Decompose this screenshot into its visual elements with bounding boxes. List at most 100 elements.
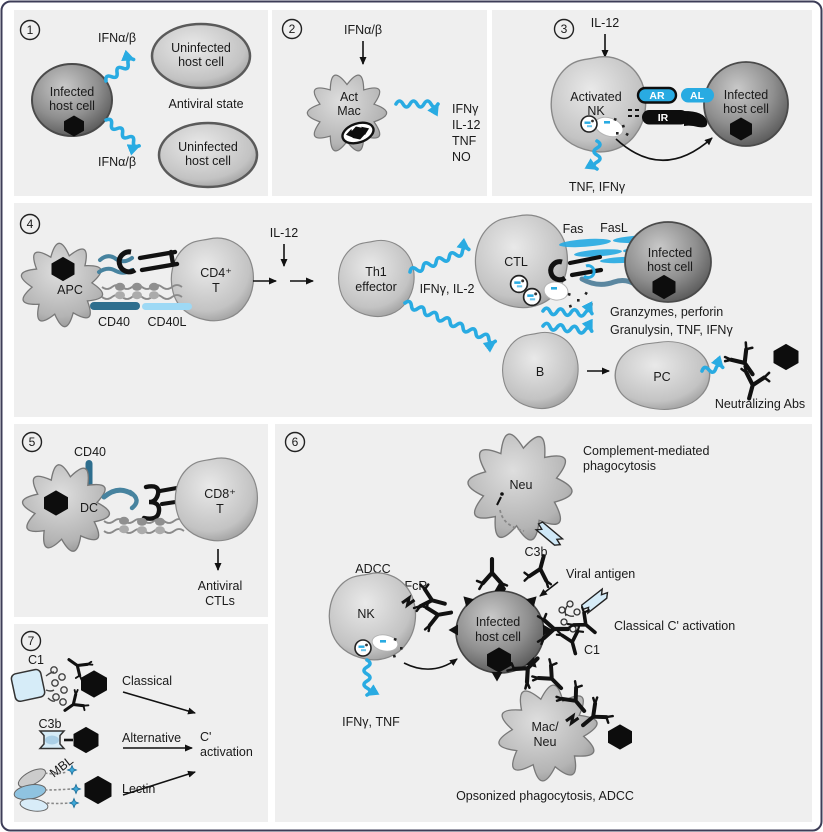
classical-c-activation-label: Classical C' activation bbox=[614, 619, 735, 633]
infected-host-cell bbox=[703, 61, 789, 147]
neu-label: Neu bbox=[510, 478, 533, 492]
inhibitory-receptor-tail bbox=[684, 111, 708, 128]
infected-cell-label-2: host cell bbox=[647, 260, 693, 274]
c3b-icon bbox=[38, 726, 99, 754]
activating-receptor-pill bbox=[636, 86, 678, 104]
nk-granule-pocket bbox=[371, 634, 399, 652]
granule-content bbox=[380, 640, 386, 643]
panel-3-number-badge bbox=[553, 18, 575, 40]
secreted-granule-dots bbox=[613, 117, 629, 137]
secreted-granule-dots bbox=[392, 637, 403, 658]
tnf-wavy-arrow bbox=[584, 139, 602, 171]
cytokine-no: NO bbox=[452, 150, 471, 164]
cd4t-label-1: CD4⁺ bbox=[200, 266, 232, 280]
panel-7-number: 7 bbox=[28, 634, 35, 648]
antiviral-state-label: Antiviral state bbox=[168, 97, 243, 111]
ifng-tnf-label: IFNγ, TNF bbox=[342, 715, 400, 729]
mac-neu-label-1: Mac/ bbox=[531, 720, 559, 734]
uninfected-host-cell-top bbox=[150, 22, 252, 90]
uninfected-host-cell-bottom bbox=[157, 121, 259, 189]
c1-complex-icon bbox=[554, 587, 609, 659]
panel-7: 7 C1 Classical C3b Alternative C' activa… bbox=[10, 630, 253, 812]
panel-1-number-badge bbox=[19, 19, 41, 41]
antiviral-ctls-label-2: CTLs bbox=[205, 594, 235, 608]
uninfected-top-label-2: host cell bbox=[178, 55, 224, 69]
plasma-cell-label: PC bbox=[653, 370, 670, 384]
infected-cell-label-1: Infected bbox=[50, 85, 95, 99]
ctl-granule-icon-1 bbox=[509, 274, 529, 294]
th1-label-1: Th1 bbox=[365, 265, 387, 279]
cytokine-il12: IL-12 bbox=[452, 118, 481, 132]
tnf-ifng-label: TNF, IFNγ bbox=[569, 180, 626, 194]
classical-arrow bbox=[122, 691, 196, 715]
complement-phagocytosis-label-2: phagocytosis bbox=[583, 459, 656, 473]
c1-label: C1 bbox=[28, 653, 44, 667]
viral-antigen-arrow bbox=[539, 581, 559, 597]
th1-label-2: effector bbox=[355, 280, 396, 294]
cytokine-ifng: IFNγ bbox=[452, 102, 479, 116]
granzymes-label: Granzymes, perforin bbox=[610, 305, 723, 319]
c1-complex-icon bbox=[10, 649, 107, 721]
granzyme-wavy-arrow bbox=[541, 301, 594, 318]
ir-label: IR bbox=[658, 112, 669, 124]
infected-cell-label-1: Infected bbox=[724, 88, 769, 102]
ar-label: AR bbox=[649, 90, 665, 102]
ifng-tnf-wavy-arrow bbox=[362, 658, 380, 697]
fcr-zigzag-icon bbox=[565, 712, 580, 727]
activated-nk-label-2: NK bbox=[587, 104, 605, 118]
cd40l-label: CD40L bbox=[148, 315, 187, 329]
ifn-wavy-arrow-bottom bbox=[104, 117, 141, 156]
ifn-label-top: IFNα/β bbox=[98, 31, 136, 45]
c1-label: C1 bbox=[584, 643, 600, 657]
granulysin-label: Granulysin, TNF, IFNγ bbox=[610, 323, 733, 337]
ifng-wavy-arrow-to-ctl bbox=[408, 237, 471, 274]
panel-1: 1 Uninfected host cell Uninfected host c… bbox=[19, 19, 259, 189]
panel-2: 2 IFNα/β Act Mac IFNγ IL-12 TNF NO bbox=[281, 18, 481, 164]
granule-content bbox=[604, 121, 610, 124]
lectin-arrow bbox=[122, 770, 196, 796]
infected-host-cell bbox=[31, 63, 113, 137]
fcr-label: FcR bbox=[405, 579, 428, 593]
antiviral-ctls-label-1: Antiviral bbox=[198, 579, 242, 593]
il12-label: IL-12 bbox=[591, 16, 620, 30]
cd40-label: CD40 bbox=[98, 315, 130, 329]
c3b-label: C3b bbox=[39, 717, 62, 731]
panel-6-number-badge bbox=[284, 431, 306, 453]
cytokine-tnf: TNF bbox=[452, 134, 477, 148]
ifn-label: IFNα/β bbox=[344, 23, 382, 37]
cytotoxicity-curved-arrow bbox=[615, 137, 713, 161]
dc-label: DC bbox=[80, 501, 98, 515]
uninfected-top-label-1: Uninfected bbox=[171, 41, 231, 55]
complement-phagocytosis-label-1: Complement-mediated bbox=[583, 444, 709, 458]
ifng-il2-label: IFNγ, IL-2 bbox=[420, 282, 475, 296]
panel-1-number: 1 bbox=[27, 23, 34, 37]
ctl-granule-icon-2 bbox=[522, 287, 542, 307]
alternative-label: Alternative bbox=[122, 731, 181, 745]
mac-neu-label-2: Neu bbox=[534, 735, 557, 749]
complement-receptor-chain bbox=[496, 492, 525, 532]
granulysin-wavy-arrow bbox=[541, 318, 594, 335]
ifn-wavy-arrow-top bbox=[104, 49, 136, 83]
infected-cell-label-2: host cell bbox=[475, 630, 521, 644]
infected-cell-label-1: Infected bbox=[648, 246, 693, 260]
act-mac-label-1: Act bbox=[340, 90, 359, 104]
wavy-arrow-to-b-cell bbox=[403, 299, 498, 353]
fas-label: Fas bbox=[563, 222, 584, 236]
ctl-label: CTL bbox=[504, 255, 528, 269]
activated-nk-label-1: Activated bbox=[570, 90, 621, 104]
granule-content bbox=[551, 287, 557, 290]
cd40-bar bbox=[90, 302, 140, 310]
panel-5-number-badge bbox=[21, 431, 43, 453]
panel-2-box bbox=[272, 10, 487, 196]
classical-label: Classical bbox=[122, 674, 172, 688]
ifn-label-bottom: IFNα/β bbox=[98, 155, 136, 169]
panel-6: 6 Complement-mediated phagocytosis Neu C… bbox=[284, 430, 735, 803]
act-mac-label-2: Mac bbox=[337, 104, 361, 118]
al-label: AL bbox=[690, 90, 705, 102]
panel-3-number: 3 bbox=[561, 22, 568, 36]
apc-label: APC bbox=[57, 283, 83, 297]
panel-2-number: 2 bbox=[289, 22, 296, 36]
adcc-curved-arrow bbox=[403, 658, 458, 670]
cd40l-bar bbox=[142, 303, 192, 310]
